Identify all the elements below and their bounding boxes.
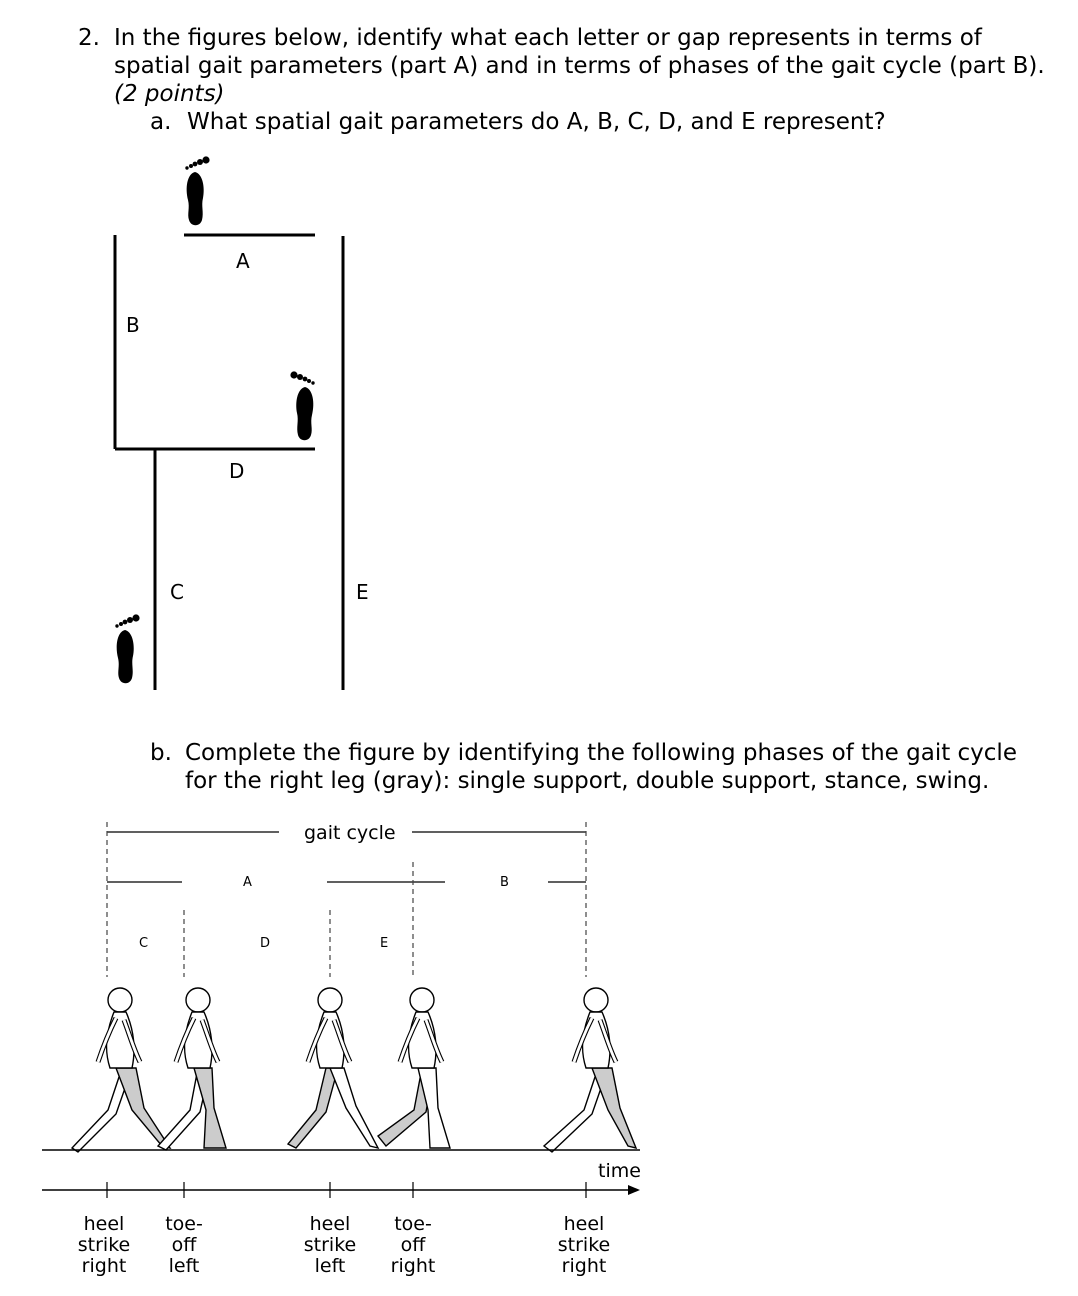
gait-label-e: E (380, 936, 388, 951)
label-e: E (356, 580, 369, 604)
event-4-line1: toe- (394, 1213, 432, 1235)
gait-label-b: B (500, 875, 509, 890)
label-a: A (236, 249, 250, 273)
footprint-left-top-icon (185, 156, 210, 226)
label-c: C (170, 580, 184, 604)
question-points: (2 points) (114, 81, 225, 107)
walker-figure-2 (156, 988, 227, 1151)
time-ticks (106, 1182, 587, 1198)
event-2-line3: left (169, 1255, 200, 1277)
event-2-line2: off (172, 1234, 198, 1256)
event-labels: heel strike right toe- off left heel str… (78, 1213, 610, 1277)
part-b-marker: b. (150, 740, 172, 766)
gait-cycle-label: gait cycle (304, 822, 396, 844)
question-number: 2. (78, 25, 100, 51)
event-3-line3: left (315, 1255, 346, 1277)
event-1-line2: strike (78, 1234, 130, 1256)
footprint-right-icon (290, 371, 315, 441)
walker-figure-4 (376, 988, 451, 1149)
event-3-line1: heel (310, 1213, 351, 1235)
gait-cycle-diagram: gait cycle A B C D E (42, 822, 641, 1277)
part-a-prompt: What spatial gait parameters do A, B, C,… (187, 109, 886, 135)
walker-figure-5 (542, 988, 638, 1153)
event-4-line3: right (391, 1255, 436, 1277)
event-guides (106, 822, 587, 977)
walker-figure-1 (70, 988, 172, 1153)
gait-label-c: C (139, 936, 148, 951)
event-2-line1: toe- (165, 1213, 203, 1235)
event-5-line1: heel (564, 1213, 605, 1235)
time-axis-arrow-icon (628, 1185, 640, 1195)
event-3-line2: strike (304, 1234, 356, 1256)
part-a-marker: a. (150, 109, 172, 135)
event-4-line2: off (401, 1234, 427, 1256)
gait-label-d: D (260, 936, 270, 951)
label-b: B (126, 313, 140, 337)
event-1-line3: right (82, 1255, 127, 1277)
footprint-left-bottom-icon (115, 614, 140, 684)
part-b-prompt: Complete the figure by identifying the f… (185, 740, 1017, 794)
gait-label-a: A (243, 875, 252, 890)
event-5-line2: strike (558, 1234, 610, 1256)
event-5-line3: right (562, 1255, 607, 1277)
time-label: time (598, 1160, 641, 1182)
walker-figure-3 (286, 988, 380, 1150)
footprint-diagram: A B C D E (113, 156, 369, 690)
question-body: In the figures below, identify what each… (114, 25, 1045, 79)
event-1-line1: heel (84, 1213, 125, 1235)
question-text: In the figures below, identify what each… (114, 24, 1064, 108)
label-d: D (229, 459, 244, 483)
